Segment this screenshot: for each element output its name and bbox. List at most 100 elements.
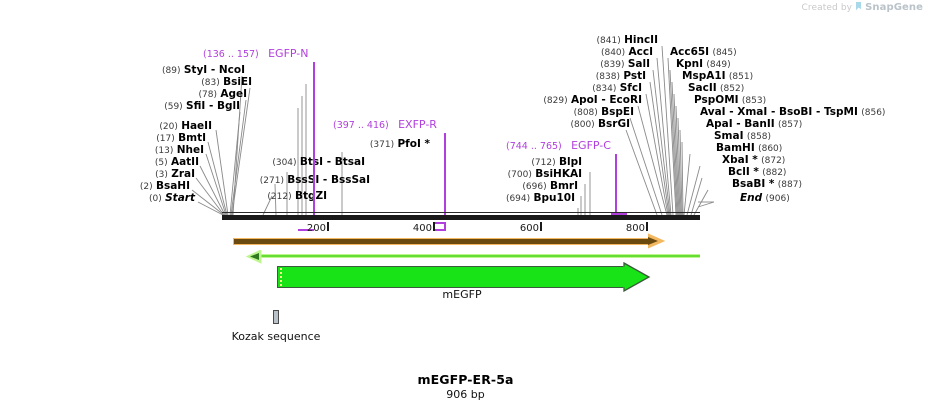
enzyme-position: (694): [505, 194, 531, 204]
enzyme-names: BamHI: [716, 142, 755, 154]
enzyme-position: (17): [156, 134, 175, 144]
enzyme-names: KpnI: [676, 58, 704, 70]
enzyme-label[interactable]: PspOMI (853): [694, 94, 766, 107]
enzyme-label[interactable]: (829) ApoI - EcoRI: [480, 94, 642, 107]
enzyme-label[interactable]: (20) HaeII: [20, 120, 212, 133]
enzyme-label[interactable]: (838) PstI: [500, 70, 646, 83]
enzyme-label[interactable]: BclI * (882): [728, 166, 786, 179]
enzyme-names: BsaHI: [155, 180, 190, 192]
ruler-tick: [433, 222, 435, 231]
enzyme-label[interactable]: (78) AgeI: [60, 88, 248, 101]
enzyme-position: (78): [198, 90, 217, 100]
snapgene-flag-icon: [855, 2, 862, 13]
primer-foot-exfp-r-top: [434, 222, 445, 225]
enzyme-label[interactable]: (841) HincII: [500, 34, 658, 47]
enzyme-label[interactable]: (696) BmrI: [450, 180, 578, 193]
enzyme-names: BspEI: [601, 106, 634, 118]
enzyme-label[interactable]: (800) BsrGI: [480, 118, 630, 131]
enzyme-label[interactable]: KpnI (849): [676, 58, 731, 71]
enzyme-label[interactable]: MspA1I (851): [682, 70, 753, 83]
enzyme-label[interactable]: Acc65I (845): [670, 46, 737, 59]
enzyme-label[interactable]: (13) NheI: [20, 144, 204, 157]
enzyme-names: BsrGI: [598, 118, 630, 130]
enzyme-label[interactable]: SacII (852): [688, 82, 744, 95]
feature-kozak-box[interactable]: [273, 310, 279, 324]
enzyme-position: (829): [543, 96, 568, 106]
primer-mark-egfp-c[interactable]: [615, 154, 617, 217]
enzyme-label[interactable]: (808) BspEI: [480, 106, 634, 119]
enzyme-position: (89): [162, 66, 181, 76]
enzyme-names: SfiI - BglI: [186, 100, 240, 112]
enzyme-position: (852): [720, 84, 745, 94]
primer-mark-exfp-r[interactable]: [444, 133, 446, 217]
enzyme-label[interactable]: XbaI * (872): [722, 154, 785, 167]
feature-green-line[interactable]: [258, 254, 700, 258]
enzyme-label[interactable]: (700) BsiHKAI: [450, 168, 582, 181]
enzyme-label[interactable]: BsaBI * (887): [732, 178, 802, 191]
enzyme-label[interactable]: (59) SfiI - BglI: [40, 100, 240, 113]
enzyme-label[interactable]: (371) PfoI *: [300, 138, 430, 151]
enzyme-names: PstI: [623, 70, 646, 82]
enzyme-position: (13): [154, 146, 174, 156]
primer-label-egfp-n[interactable]: (136 .. 157) EGFP-N: [203, 48, 309, 61]
enzyme-label[interactable]: (694) Bpu10I: [450, 192, 575, 205]
plasmid-title: mEGFP-ER-5a: [417, 372, 514, 387]
enzyme-position: (696): [522, 182, 547, 192]
enzyme-label[interactable]: (17) BmtI: [20, 132, 206, 145]
enzyme-label[interactable]: (2) BsaHI: [10, 180, 190, 193]
enzyme-label[interactable]: (840) AccI: [500, 46, 653, 59]
enzyme-label-start[interactable]: (0) Start: [10, 192, 195, 205]
enzyme-position: (858): [746, 132, 772, 142]
primer-range: (136 .. 157): [203, 49, 259, 60]
enzyme-names: ZraI: [171, 168, 195, 180]
feature-megfp-label: mEGFP: [442, 288, 482, 301]
feature-orange-bar[interactable]: [233, 238, 653, 245]
sequence-backbone-upper: [222, 212, 700, 214]
enzyme-names: BssSI - BssSaI: [287, 174, 370, 186]
enzyme-label[interactable]: SmaI (858): [714, 130, 771, 143]
sequence-backbone[interactable]: [222, 215, 700, 220]
enzyme-label[interactable]: (271) BssSI - BssSaI: [215, 174, 370, 187]
enzyme-position: (808): [573, 108, 598, 118]
enzyme-label[interactable]: (712) BlpI: [460, 156, 582, 169]
feature-megfp-body[interactable]: [277, 266, 625, 288]
enzyme-names: SmaI: [714, 130, 744, 142]
enzyme-position: (845): [712, 48, 737, 58]
snapgene-credit: Created by SnapGene: [802, 2, 923, 13]
enzyme-names: XbaI *: [722, 154, 758, 166]
primer-foot-egfp-c: [611, 213, 627, 216]
enzyme-label[interactable]: (3) ZraI: [20, 168, 195, 181]
enzyme-label[interactable]: BamHI (860): [716, 142, 782, 155]
enzyme-label[interactable]: AvaI - XmaI - BsoBI - TspMI (856): [700, 106, 885, 119]
enzyme-position: (834): [592, 84, 617, 94]
enzyme-label[interactable]: ApaI - BanII (857): [706, 118, 802, 131]
feature-orange-arrowhead: [648, 233, 666, 249]
enzyme-names: SalI: [627, 58, 650, 70]
enzyme-position: (83): [201, 78, 220, 88]
enzyme-position: (860): [758, 144, 783, 154]
credit-brand: SnapGene: [865, 2, 923, 13]
enzyme-names: HaeII: [181, 120, 212, 132]
enzyme-label[interactable]: (839) SalI: [500, 58, 650, 71]
enzyme-label[interactable]: (834) SfcI: [500, 82, 642, 95]
enzyme-label-end[interactable]: End (906): [740, 192, 790, 205]
enzyme-label[interactable]: (304) BtsI - BtsaI: [230, 156, 365, 169]
primer-mark-egfp-n[interactable]: [313, 62, 315, 217]
enzyme-label[interactable]: (5) AatII: [20, 156, 199, 169]
feature-kozak-label: Kozak sequence: [231, 330, 321, 343]
enzyme-position: (0): [149, 194, 162, 204]
enzyme-names: BsaBI *: [732, 178, 775, 190]
primer-label-exfp-r[interactable]: (397 .. 416) EXFP-R: [333, 119, 437, 132]
primer-range: (397 .. 416): [333, 120, 389, 131]
enzyme-label[interactable]: (89) StyI - NcoI: [60, 64, 245, 77]
primer-name: EXFP-R: [398, 118, 437, 131]
enzyme-names: BlpI: [558, 156, 582, 168]
enzyme-position: (839): [600, 60, 625, 70]
plasmid-size: 906 bp: [446, 388, 485, 401]
feature-megfp-start-dash: [280, 268, 282, 286]
enzyme-label[interactable]: (83) BsiEI: [60, 76, 252, 89]
primer-label-egfp-c[interactable]: (744 .. 765) EGFP-C: [506, 140, 611, 153]
ruler-tick-label: 200: [306, 223, 326, 234]
enzyme-label[interactable]: (212) BtgZI: [215, 190, 327, 203]
